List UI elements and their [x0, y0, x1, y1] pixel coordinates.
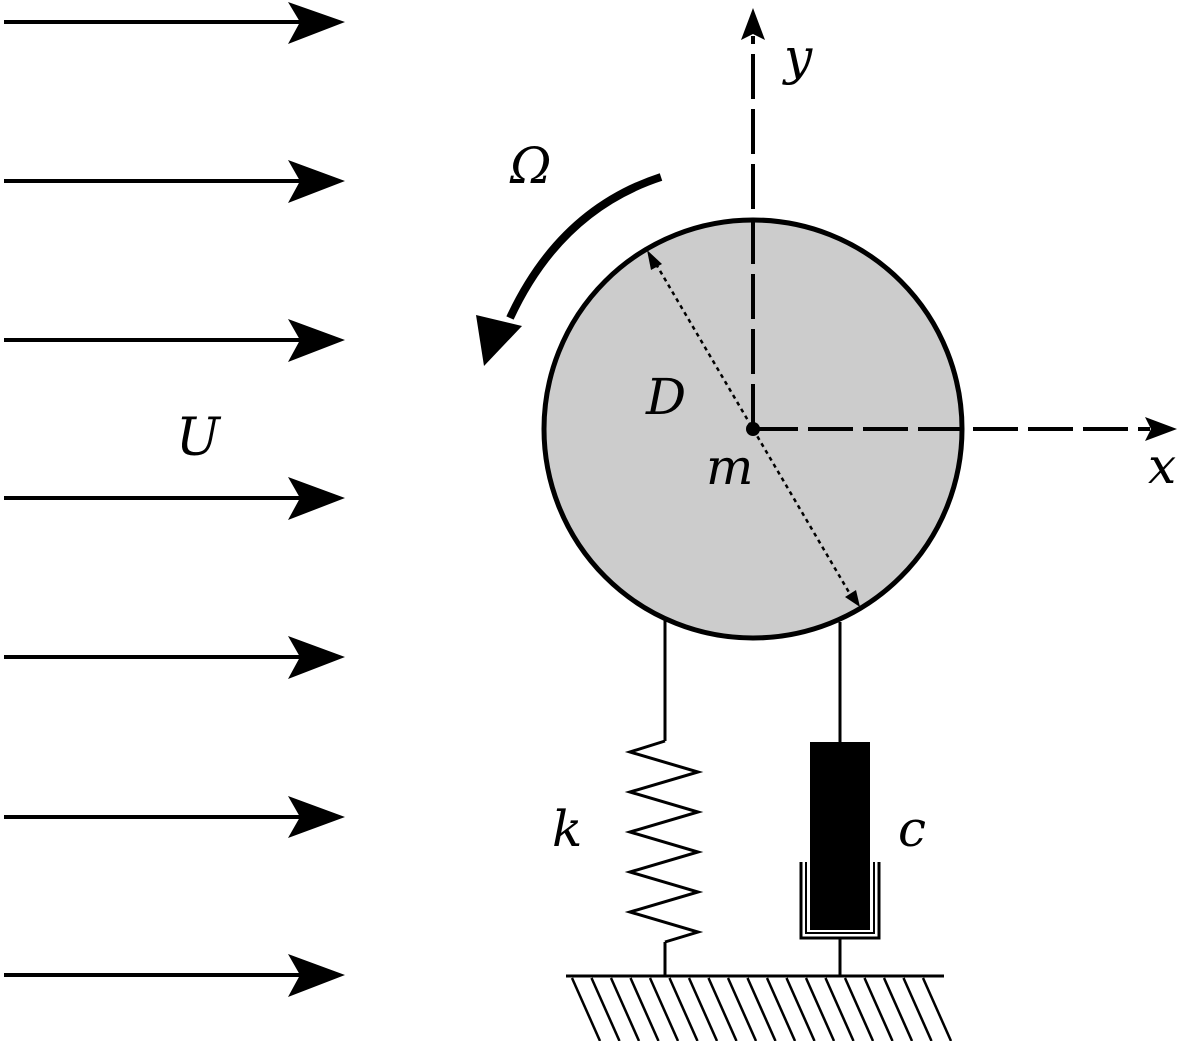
ground-hatch-line [824, 977, 855, 1041]
flow-arrows [4, 2, 345, 997]
y-axis-label: y [782, 28, 813, 86]
ground-hatch-line [863, 977, 894, 1041]
flow-arrow [4, 477, 345, 520]
ground-hatch-line [609, 977, 641, 1041]
flow-arrow [4, 2, 345, 44]
ground-hatch-line [707, 977, 738, 1041]
ground-hatch-line [570, 977, 602, 1041]
zigzag-spring [624, 620, 704, 976]
flow-arrow [4, 160, 345, 203]
flow-arrow [4, 636, 345, 679]
ground-hatch-line [629, 977, 660, 1041]
ground-hatch-line [843, 977, 875, 1041]
rotation-label: Ω [509, 137, 551, 195]
flow-arrow [4, 319, 345, 362]
rotation-arrow [476, 173, 663, 366]
x-axis-label: x [1148, 437, 1176, 495]
ground-hatch-line [804, 977, 836, 1041]
x-axis-arrowhead [1145, 417, 1177, 441]
mass-label: m [706, 438, 753, 496]
hatched-ground [566, 974, 953, 1041]
ground-hatch-line [590, 977, 621, 1041]
diameter-label: D [645, 368, 686, 426]
ground-hatch-line [921, 977, 953, 1041]
ground-hatch-line [765, 977, 797, 1041]
ground-hatch-line [726, 977, 758, 1041]
spring-stiffness-label: k [552, 800, 582, 858]
flow-arrow [4, 796, 345, 838]
ground-hatch-line [785, 977, 816, 1041]
ground-hatch-line [746, 977, 777, 1041]
flow-arrow [4, 954, 345, 997]
center-of-mass [746, 422, 760, 436]
dashpot [799, 622, 881, 976]
ground-hatch-line [648, 977, 680, 1041]
damper-piston [810, 742, 870, 930]
damping-label: c [898, 800, 926, 858]
diameter-dimension [647, 250, 860, 607]
ground-hatch-line [687, 977, 719, 1041]
flow-velocity-label: U [176, 408, 222, 468]
ground-hatch-line [882, 977, 914, 1041]
coordinate-axes [741, 8, 1177, 441]
y-axis-arrowhead [741, 8, 765, 40]
ground-hatch-line [668, 977, 699, 1041]
ground-hatch-line [902, 977, 933, 1041]
